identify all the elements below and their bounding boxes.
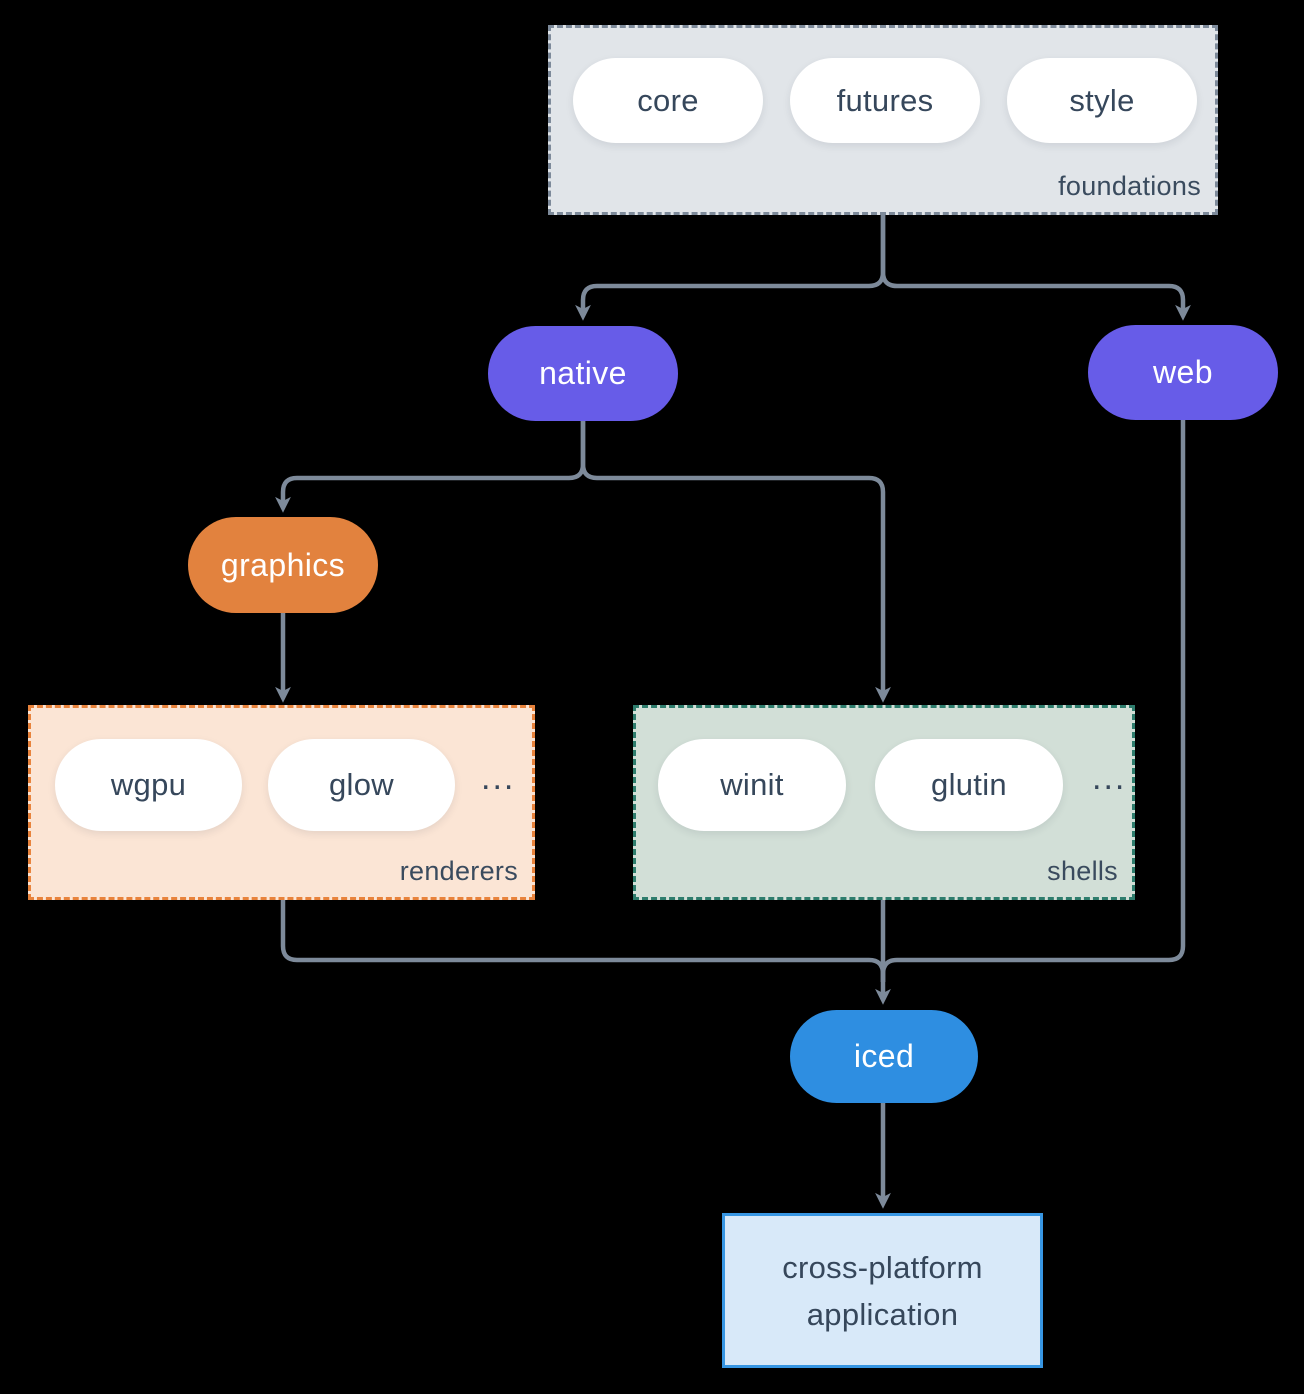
connector-native-graphics bbox=[275, 421, 586, 513]
connector-native-shells bbox=[580, 421, 891, 703]
renderers-group: wgpu glow ... renderers bbox=[28, 705, 535, 900]
node-native: native bbox=[488, 326, 678, 421]
connector-renderers-iced bbox=[280, 900, 886, 982]
connector-foundations-native bbox=[575, 215, 886, 321]
foundations-group: core futures style foundations bbox=[548, 25, 1218, 215]
renderers-group-label: renderers bbox=[399, 856, 518, 886]
pill-glutin: glutin bbox=[875, 739, 1063, 831]
application-box-label: cross-platform application bbox=[782, 1249, 983, 1332]
node-iced: iced bbox=[790, 1010, 978, 1103]
node-web: web bbox=[1088, 325, 1278, 420]
pill-style: style bbox=[1007, 58, 1197, 143]
shells-group-label: shells bbox=[1047, 856, 1118, 886]
pill-wgpu: wgpu bbox=[55, 739, 242, 831]
pill-glow: glow bbox=[268, 739, 455, 831]
foundations-group-label: foundations bbox=[1058, 171, 1201, 201]
shells-ellipsis: ... bbox=[1092, 758, 1127, 797]
shells-group: winit glutin ... shells bbox=[633, 705, 1135, 900]
connector-foundations-web bbox=[880, 215, 1191, 321]
application-box: cross-platform application bbox=[722, 1213, 1043, 1368]
pill-winit: winit bbox=[658, 739, 846, 831]
pill-core: core bbox=[573, 58, 763, 143]
pill-futures: futures bbox=[790, 58, 980, 143]
node-graphics: graphics bbox=[188, 517, 378, 613]
renderers-ellipsis: ... bbox=[481, 758, 516, 797]
